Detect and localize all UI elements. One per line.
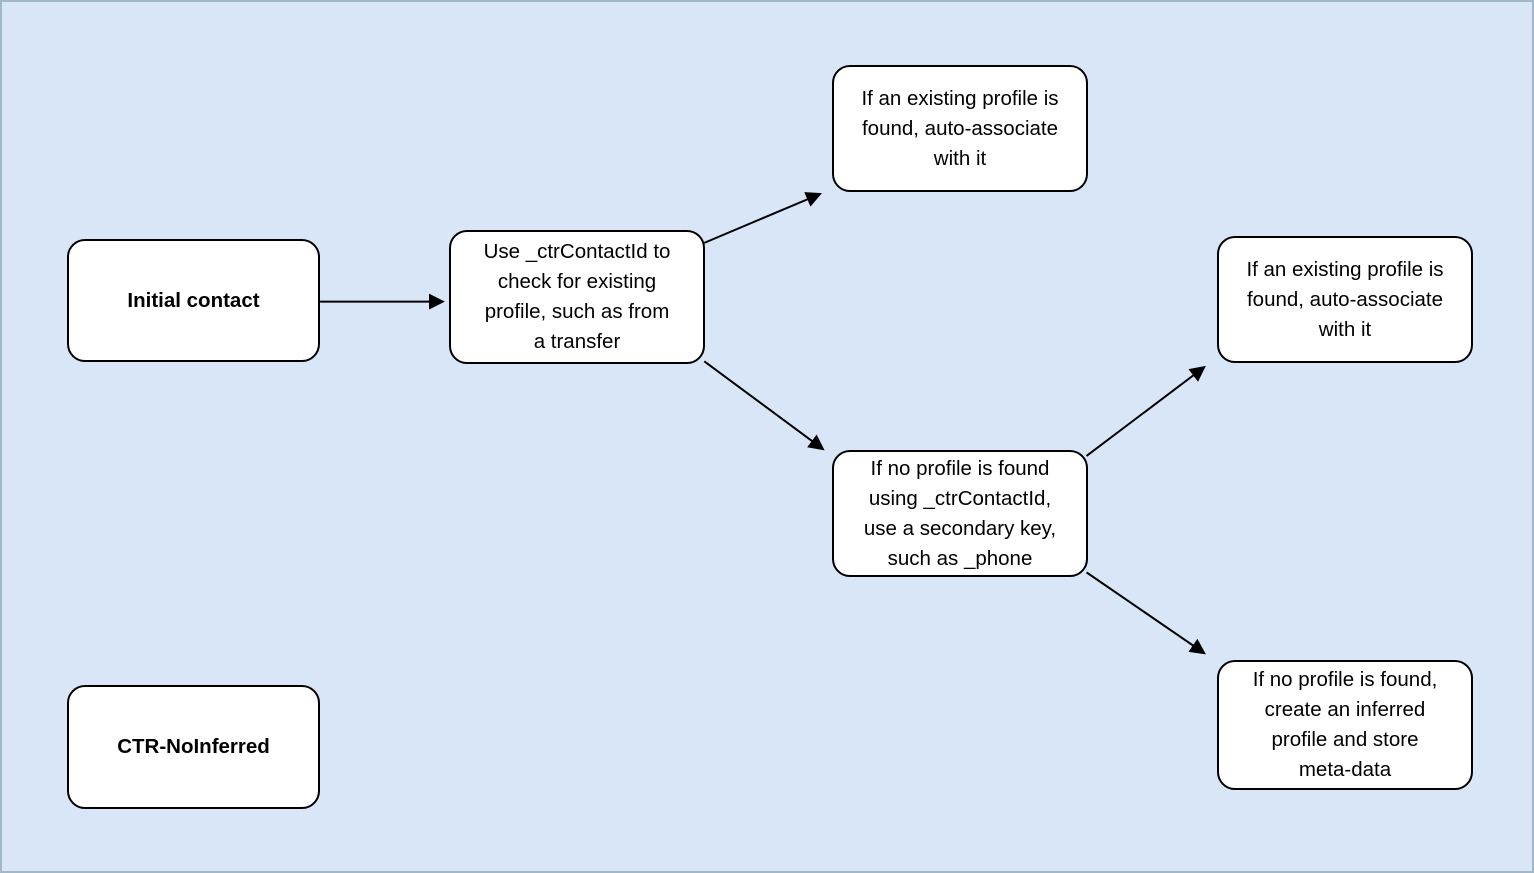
node-found-right-label: If an existing profile is found, auto-as…	[1246, 257, 1444, 341]
node-ctr-noinferred-label: CTR-NoInferred	[117, 735, 270, 758]
node-check-profile: Use _ctrContactId to check for existing …	[449, 230, 705, 364]
node-ctr-noinferred: CTR-NoInferred	[67, 685, 320, 809]
node-found-top: If an existing profile is found, auto-as…	[832, 65, 1088, 192]
node-no-profile-create-label: If no profile is found, create an inferr…	[1252, 668, 1438, 781]
node-no-profile-create: If no profile is found, create an inferr…	[1217, 660, 1473, 790]
node-initial-contact-label: Initial contact	[127, 288, 260, 312]
node-initial-contact: Initial contact	[67, 239, 320, 362]
node-found-top-label: If an existing profile is found, auto-as…	[861, 86, 1059, 170]
edge-noprofile-to-create	[1085, 571, 1206, 655]
edge-noprofile-to-found-right	[1085, 365, 1206, 457]
edge-check-to-noprofile	[703, 360, 825, 451]
edge-check-to-found-top	[703, 192, 822, 244]
node-no-profile-secondary-label: If no profile is found using _ctrContact…	[863, 456, 1057, 570]
node-found-right: If an existing profile is found, auto-as…	[1217, 236, 1473, 363]
node-no-profile-secondary: If no profile is found using _ctrContact…	[832, 450, 1088, 577]
node-check-profile-label: Use _ctrContactId to check for existing …	[483, 240, 671, 353]
